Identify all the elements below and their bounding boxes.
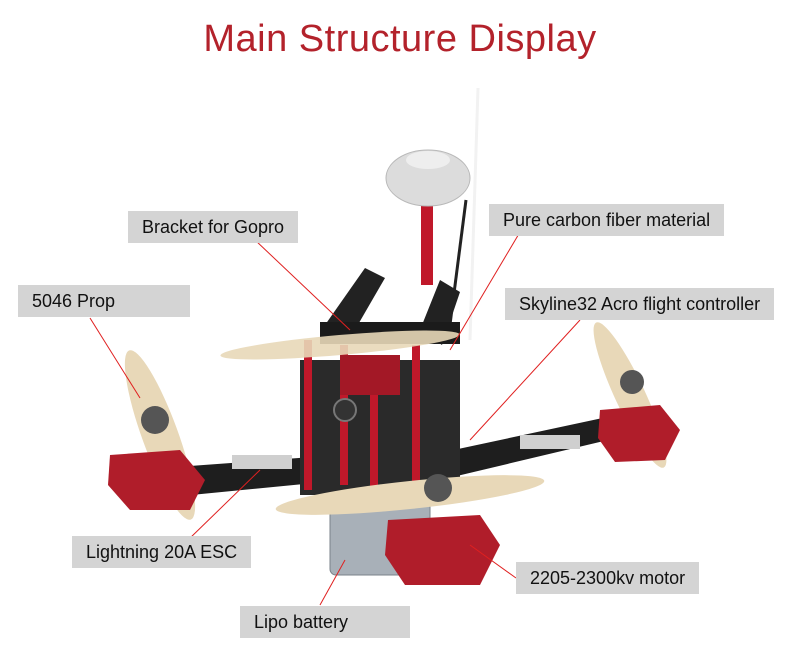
label-bracket-for-gopro: Bracket for Gopro bbox=[128, 211, 299, 243]
motor-housing-right bbox=[598, 405, 680, 462]
mushroom-antenna bbox=[385, 149, 471, 207]
leader-bracket bbox=[254, 239, 351, 331]
leader-controller bbox=[469, 319, 581, 441]
leader-carbon bbox=[449, 231, 521, 351]
motor-bell-left bbox=[141, 406, 169, 434]
leader-motor bbox=[469, 544, 517, 579]
label-prop: 5046 Prop bbox=[18, 285, 190, 317]
label-carbon-fiber: Pure carbon fiber material bbox=[489, 204, 725, 236]
standoff-4 bbox=[412, 345, 420, 485]
rx-antenna bbox=[468, 87, 480, 341]
prop-front bbox=[275, 475, 545, 515]
label-battery: Lipo battery bbox=[240, 606, 410, 638]
motor-housing-left bbox=[108, 450, 205, 510]
leader-battery bbox=[319, 559, 346, 606]
page-title: Main Structure Display bbox=[203, 18, 597, 60]
leader-prop bbox=[89, 317, 141, 399]
motor-bell-right bbox=[620, 370, 644, 394]
fpv-camera-lens bbox=[333, 398, 357, 422]
label-flight-controller: Skyline32 Acro flight controller bbox=[505, 288, 775, 320]
gopro-bracket bbox=[325, 268, 385, 335]
motor-bell-front bbox=[424, 474, 452, 502]
label-esc: Lightning 20A ESC bbox=[72, 536, 252, 568]
vtx-antenna-mast bbox=[421, 195, 433, 285]
fpv-camera-mount bbox=[340, 355, 400, 395]
prop-rear bbox=[220, 330, 460, 360]
standoff-3 bbox=[370, 360, 378, 495]
esc-left bbox=[232, 455, 292, 469]
standoff-1 bbox=[304, 340, 312, 490]
leader-esc bbox=[187, 469, 261, 541]
label-motor: 2205-2300kv motor bbox=[516, 562, 700, 594]
esc-right bbox=[520, 435, 580, 449]
motor-housing-front bbox=[385, 515, 500, 585]
